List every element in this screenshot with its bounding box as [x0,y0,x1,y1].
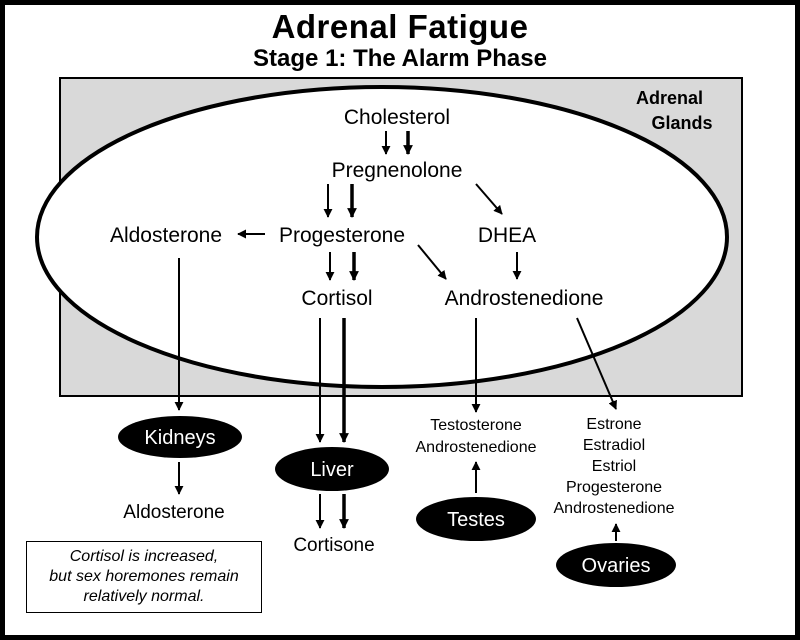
output-ovaries-estriol: Estriol [592,458,636,475]
hormone-cholesterol: Cholesterol [344,106,450,129]
organ-ovaries-shape [556,543,676,587]
hormone-progesterone: Progesterone [279,224,405,247]
hormone-pregnenolone: Pregnenolone [332,159,463,182]
note-text: Cortisol is increased, but sex horemones… [49,548,239,605]
output-ovaries-progesterone: Progesterone [566,479,662,496]
output-kidneys-aldosterone: Aldosterone [123,502,224,523]
organ-testes: Testes [447,509,505,531]
output-ovaries-estradiol: Estradiol [583,437,645,454]
organ-testes-shape [416,497,536,541]
output-ovaries-androstenedione: Androstenedione [554,500,675,517]
diagram-subtitle: Stage 1: The Alarm Phase [253,45,547,72]
organ-ovaries: Ovaries [582,555,651,577]
output-testes-testosterone: Testosterone [430,417,522,434]
adrenal-glands-label: Adrenal Glands [636,88,713,133]
hormone-cortisol: Cortisol [301,287,372,310]
output-ovaries-estrone: Estrone [586,416,641,433]
organ-liver-shape [275,447,389,491]
organ-kidneys: Kidneys [144,427,215,449]
note-box: Cortisol is increased, but sex horemones… [26,541,262,613]
organ-liver: Liver [310,459,354,481]
adrenal-gland-ellipse [35,85,729,389]
hormone-dhea: DHEA [478,224,536,247]
hormone-aldosterone: Aldosterone [110,224,222,247]
arrow-androstenedione-estrone [576,317,617,410]
output-liver-cortisone: Cortisone [293,535,374,556]
output-testes-androstenedione: Androstenedione [416,439,537,456]
arrow-progesterone-androstenedione [417,244,447,280]
diagram-title: Adrenal Fatigue [271,8,529,45]
hormone-androstenedione: Androstenedione [445,287,604,310]
organ-kidneys-shape [118,416,242,458]
arrow-pregnenolone-dhea [475,183,503,215]
